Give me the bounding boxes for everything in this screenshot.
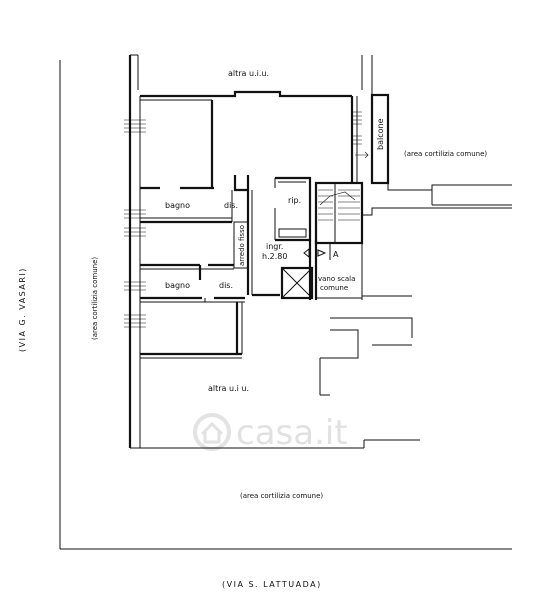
neighbour-buildings: [320, 183, 512, 359]
entrance-label: ingr.: [266, 242, 283, 251]
bath-1-label: bagno: [165, 201, 190, 210]
closet-2-label: dis.: [219, 281, 233, 290]
wardrobe-label: arredo fisso: [238, 225, 246, 266]
street-bottom-label: (VIA S. LATTUADA): [222, 580, 322, 589]
street-labels: (VIA G. VASARI) (VIA S. LATTUADA): [18, 267, 322, 589]
apartment-walls: [139, 90, 358, 359]
stairwell-label-1: vano scala: [318, 275, 355, 283]
storage-label: rip.: [288, 196, 301, 205]
courtyard-left-label: (area cortilizia comune): [91, 257, 99, 340]
height-label: h.2.80: [262, 252, 287, 261]
building-outline: [128, 54, 420, 449]
closet-1-label: dis.: [224, 201, 238, 210]
site-boundary: [59, 60, 512, 550]
top-unit-label: altra u.i.u.: [228, 69, 269, 78]
bottom-unit-label: altra u.i u.: [208, 384, 249, 393]
windows-left: [124, 111, 362, 328]
courtyard-right-label: (area cortilizia comune): [404, 150, 487, 158]
balcony-label: balcone: [376, 118, 385, 150]
stairwell: A vano scala comune: [280, 181, 364, 300]
balcony: balcone: [355, 93, 390, 185]
stair-mark: A: [333, 250, 339, 259]
bath-2-label: bagno: [165, 281, 190, 290]
watermark-text: casa.it: [236, 413, 348, 453]
watermark: casa.it: [193, 413, 348, 453]
room-labels: altra u.i.u. altra u.i u. bagno bagno di…: [91, 69, 487, 500]
street-left-label: (VIA G. VASARI): [18, 267, 27, 352]
courtyard-bottom-label: (area cortilizia comune): [240, 492, 323, 500]
stairwell-label-2: comune: [320, 284, 348, 292]
